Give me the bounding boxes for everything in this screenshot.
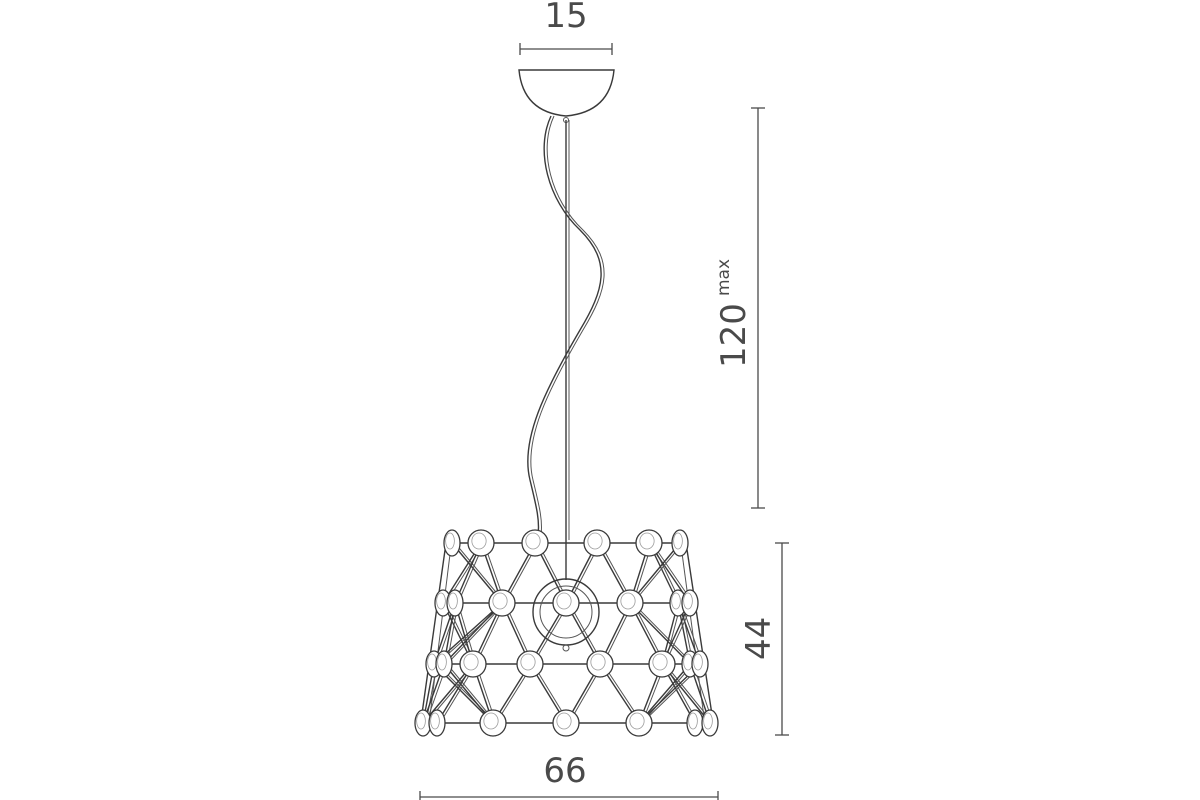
crystal-node-highlight bbox=[437, 653, 447, 671]
crystal-node bbox=[521, 529, 549, 557]
crystal-node-highlight bbox=[483, 712, 499, 730]
suspension bbox=[527, 115, 605, 540]
crystal-node bbox=[635, 529, 663, 557]
crystal-node bbox=[552, 589, 580, 617]
crystal-node bbox=[616, 589, 644, 617]
bulb-inner bbox=[539, 585, 593, 639]
crystal-node-highlight bbox=[463, 653, 479, 671]
crystal-node bbox=[583, 529, 611, 557]
crystal-node bbox=[446, 589, 464, 617]
crystal-node-highlight bbox=[520, 653, 536, 671]
suspension-length-label: 120 bbox=[714, 303, 754, 368]
crystal-node-highlight bbox=[703, 712, 713, 730]
crystal-node bbox=[691, 650, 709, 678]
power-cable-edge bbox=[530, 115, 605, 536]
crystal-node-highlight bbox=[416, 712, 426, 730]
canopy-width-label: 15 bbox=[544, 0, 587, 36]
crystal-node bbox=[479, 709, 507, 737]
canopy-width-dimension: 15 bbox=[519, 0, 613, 55]
crystal-node bbox=[552, 709, 580, 737]
crystal-node bbox=[459, 650, 487, 678]
crystal-node-highlight bbox=[525, 532, 541, 550]
crystal-node bbox=[625, 709, 653, 737]
crystal-node bbox=[681, 589, 699, 617]
crystal-node bbox=[488, 589, 516, 617]
crystal-node bbox=[435, 650, 453, 678]
crystal-node-highlight bbox=[693, 653, 703, 671]
crystal-node-highlight bbox=[671, 592, 681, 610]
crystal-node bbox=[701, 709, 719, 737]
suspension-length-dimension: 120 max bbox=[714, 107, 765, 509]
crystal-node-highlight bbox=[629, 712, 645, 730]
crystal-node bbox=[443, 529, 461, 557]
suspension-length-suffix: max bbox=[714, 259, 734, 296]
crystal-node-highlight bbox=[556, 712, 572, 730]
crystal-node-highlight bbox=[620, 592, 636, 610]
crystal-node bbox=[516, 650, 544, 678]
crystal-node-highlight bbox=[590, 653, 606, 671]
power-cable bbox=[527, 115, 602, 536]
crystal-node bbox=[467, 529, 495, 557]
lattice-strut bbox=[629, 602, 691, 665]
crystal-node-highlight bbox=[673, 532, 683, 550]
crystal-node bbox=[671, 529, 689, 557]
crystal-node-highlight bbox=[587, 532, 603, 550]
crystal-node-highlight bbox=[556, 592, 572, 610]
crystal-node bbox=[586, 650, 614, 678]
crystal-node-highlight bbox=[430, 712, 440, 730]
crystal-node-highlight bbox=[652, 653, 668, 671]
shade-width-label: 66 bbox=[543, 751, 586, 791]
crystal-node-highlight bbox=[445, 532, 455, 550]
crystal-node bbox=[648, 650, 676, 678]
crystal-node-highlight bbox=[448, 592, 458, 610]
shade-width-dimension: 66 bbox=[419, 751, 719, 800]
crystal-node-highlight bbox=[492, 592, 508, 610]
lattice-strut bbox=[443, 602, 503, 665]
lattice-strut-edge bbox=[632, 602, 694, 665]
crystal-node-highlight bbox=[688, 712, 698, 730]
bulb-tip bbox=[562, 644, 570, 652]
shade-edge-left bbox=[419, 542, 447, 729]
shade-edge-right bbox=[685, 542, 715, 729]
shade-height-dimension: 44 bbox=[739, 542, 789, 736]
crystal-node-highlight bbox=[436, 592, 446, 610]
ceiling-canopy bbox=[518, 69, 615, 117]
crystal-node-highlight bbox=[471, 532, 487, 550]
crystal-node bbox=[428, 709, 446, 737]
crystal-node-highlight bbox=[683, 592, 693, 610]
lattice-shade bbox=[414, 529, 719, 737]
crystal-node-highlight bbox=[639, 532, 655, 550]
shade-height-label: 44 bbox=[739, 617, 779, 660]
